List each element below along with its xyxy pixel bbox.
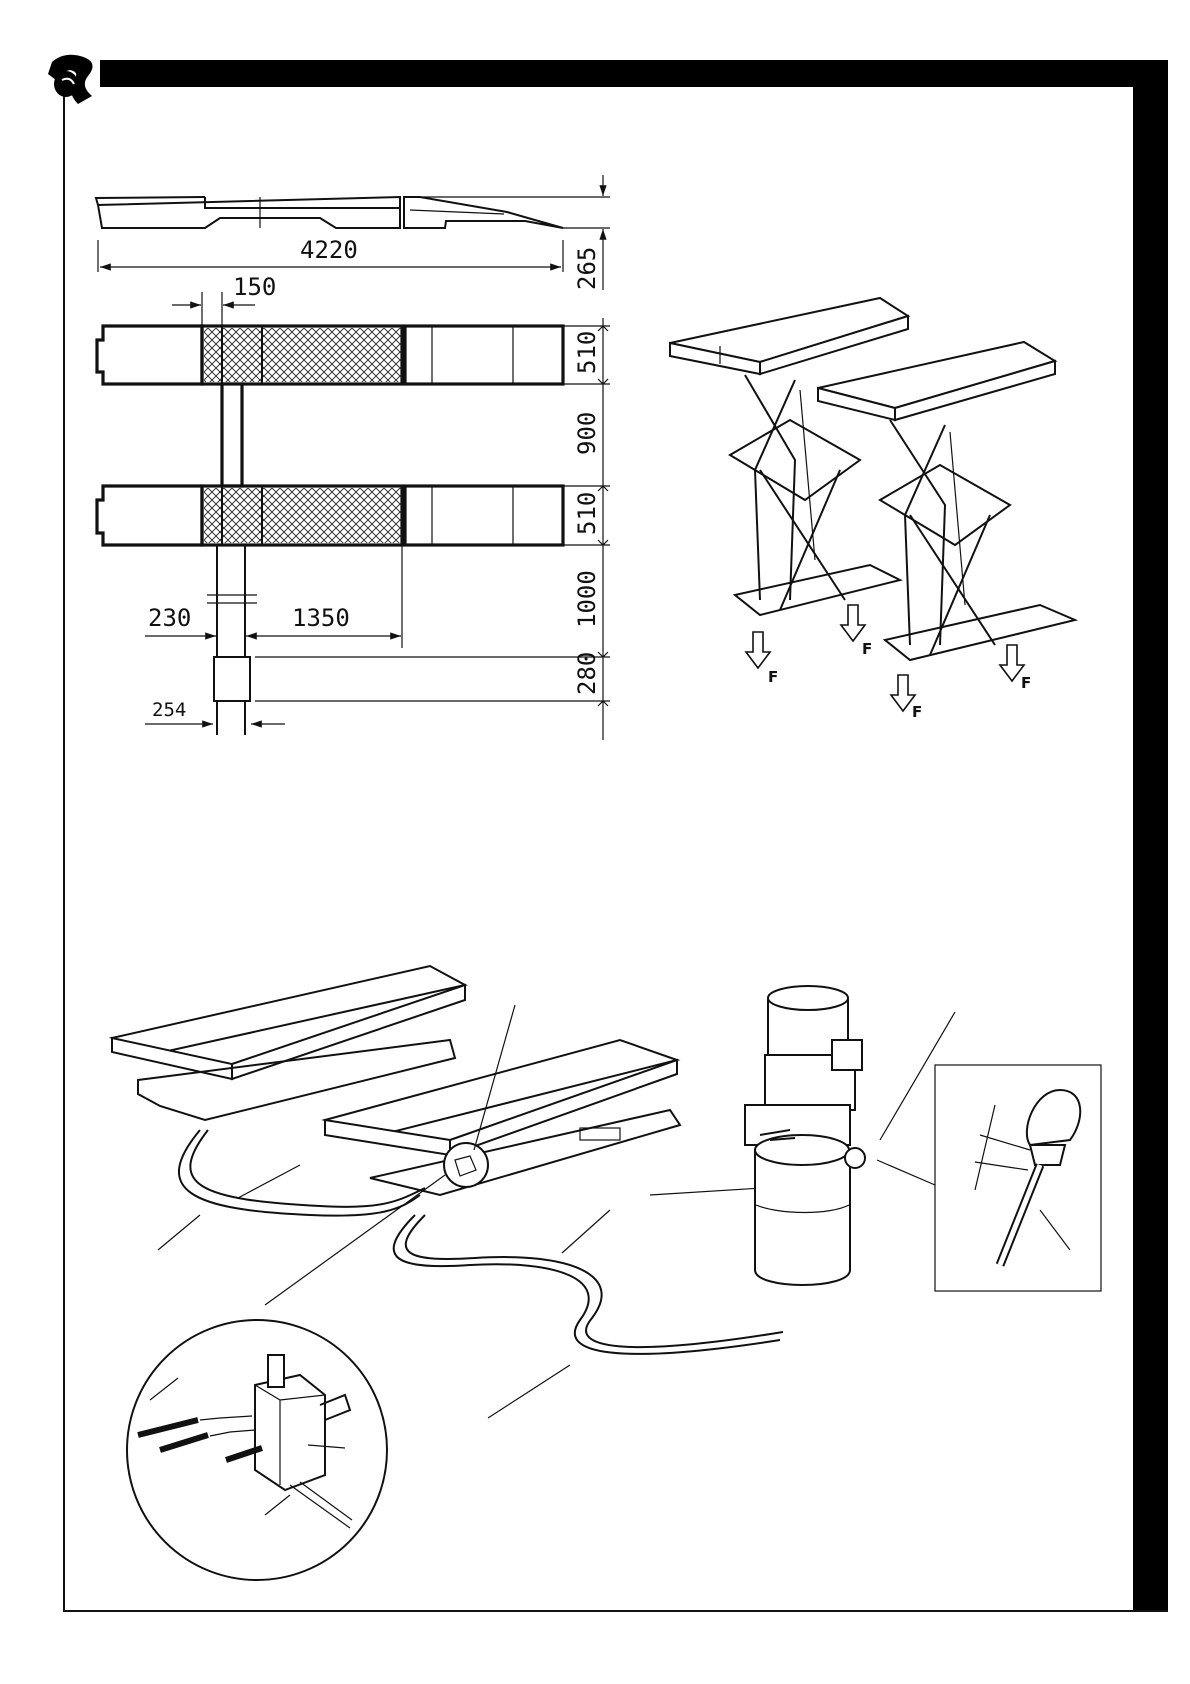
svg-text:F: F bbox=[912, 703, 922, 721]
dim-900: 900 bbox=[573, 412, 601, 455]
dim-254: 254 bbox=[152, 699, 186, 721]
dimension-drawing: 4220 265 150 510 900 510 1000 280 230 13… bbox=[96, 175, 610, 740]
svg-text:F: F bbox=[768, 668, 778, 686]
dim-265: 265 bbox=[573, 247, 601, 290]
force-arrow-4: F bbox=[1000, 645, 1031, 692]
lift-isometric-illustration: F F F F bbox=[670, 298, 1075, 721]
plan-view bbox=[97, 326, 563, 735]
side-view bbox=[96, 197, 563, 228]
section-marker-icon bbox=[48, 55, 93, 104]
svg-text:F: F bbox=[1021, 674, 1031, 692]
power-unit bbox=[745, 986, 865, 1285]
dim-280: 280 bbox=[573, 652, 601, 695]
force-arrow-2: F bbox=[841, 605, 872, 658]
dim-4220: 4220 bbox=[300, 236, 358, 264]
dipstick-detail bbox=[935, 1065, 1101, 1291]
dim-510-bottom: 510 bbox=[573, 492, 601, 535]
svg-text:F: F bbox=[862, 640, 872, 658]
force-arrow-3: F bbox=[891, 675, 922, 721]
dim-1000: 1000 bbox=[573, 570, 601, 628]
installation-illustration bbox=[112, 966, 1101, 1580]
dim-150: 150 bbox=[233, 273, 276, 301]
dim-510-top: 510 bbox=[573, 331, 601, 374]
dim-230: 230 bbox=[148, 604, 191, 632]
dim-1350: 1350 bbox=[292, 604, 350, 632]
valve-detail bbox=[127, 1320, 387, 1580]
force-arrow-1: F bbox=[746, 632, 778, 686]
